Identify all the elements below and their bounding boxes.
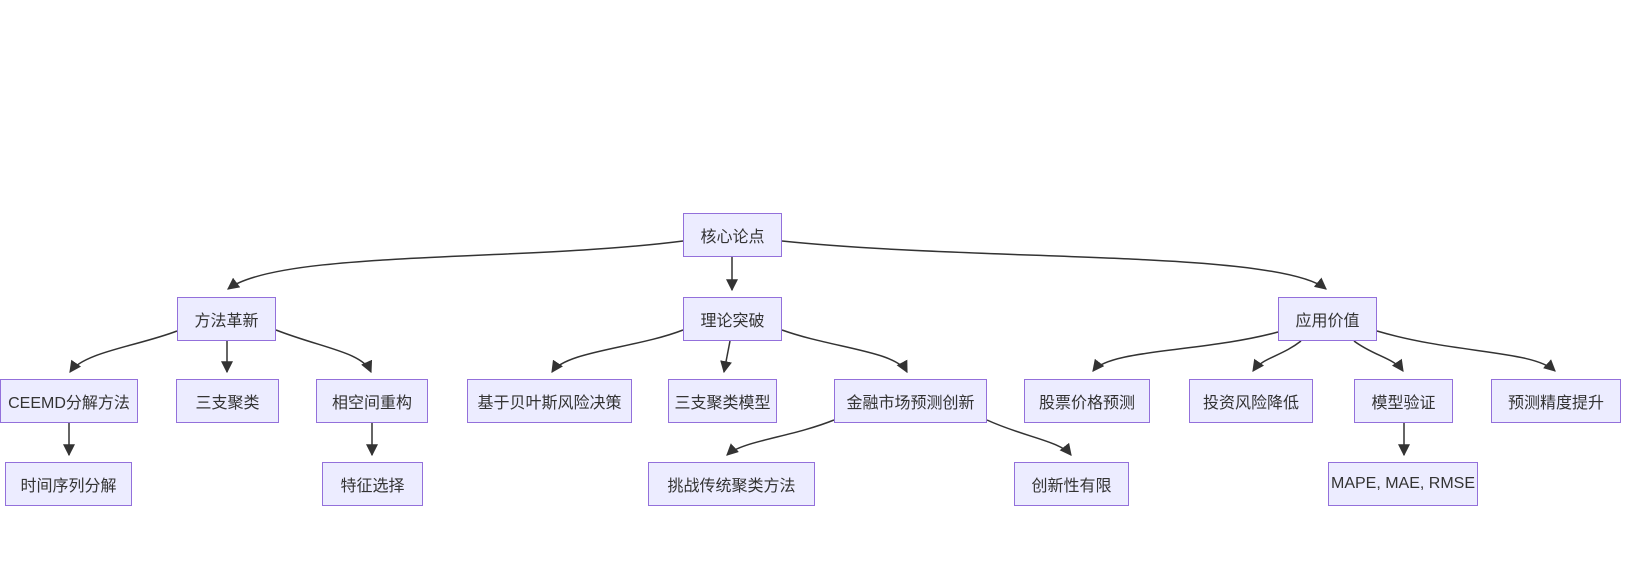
node-label: 投资风险降低 (1202, 395, 1299, 412)
node-label: 相空间重构 (331, 395, 412, 412)
node-method: 方法革新 (177, 297, 276, 341)
edge-fin-innov-limited (986, 419, 1072, 456)
edge-application-precision (1376, 330, 1556, 372)
node-label: 特征选择 (340, 478, 405, 495)
node-stock: 股票价格预测 (1024, 379, 1150, 423)
node-label: 时间序列分解 (20, 478, 117, 495)
node-validation: 模型验证 (1354, 379, 1453, 423)
node-label: 挑战传统聚类方法 (667, 478, 796, 495)
node-feature: 特征选择 (322, 462, 423, 506)
node-label: 金融市场预测创新 (846, 395, 975, 412)
node-label: 预测精度提升 (1507, 395, 1604, 412)
node-root: 核心论点 (683, 213, 782, 257)
node-label: 三支聚类 (195, 395, 260, 412)
node-ceemd: CEEMD分解方法 (0, 379, 138, 423)
node-label: CEEMD分解方法 (8, 395, 130, 412)
edge-root-application (781, 240, 1327, 290)
node-label: 股票价格预测 (1038, 395, 1135, 412)
edge-application-stock (1092, 331, 1279, 372)
edge-method-phase-space (275, 329, 373, 374)
node-three-way: 三支聚类 (176, 379, 279, 423)
node-label: 模型验证 (1371, 395, 1436, 412)
node-fin-innov: 金融市场预测创新 (834, 379, 987, 423)
node-label: 理论突破 (700, 313, 765, 330)
node-label: 方法革新 (194, 313, 259, 330)
edge-fin-innov-challenge (726, 419, 835, 456)
node-application: 应用价值 (1278, 297, 1377, 341)
edge-theory-bayes (551, 329, 684, 373)
edge-root-method (227, 240, 684, 290)
node-risk: 投资风险降低 (1189, 379, 1313, 423)
node-theory: 理论突破 (683, 297, 782, 341)
edge-theory-twc-model (720, 340, 732, 374)
node-ts-decomp: 时间序列分解 (5, 462, 132, 506)
node-challenge: 挑战传统聚类方法 (648, 462, 815, 506)
node-twc-model: 三支聚类模型 (668, 379, 777, 423)
node-label: 应用价值 (1295, 313, 1360, 330)
edge-theory-fin-innov (781, 329, 908, 374)
node-label: 核心论点 (700, 229, 765, 246)
node-bayes: 基于贝叶斯风险决策 (467, 379, 632, 423)
node-label: MAPE, MAE, RMSE (1330, 475, 1476, 492)
edge-application-validation (1353, 340, 1404, 372)
node-label: 基于贝叶斯风险决策 (477, 395, 622, 412)
node-metrics: MAPE, MAE, RMSE (1328, 462, 1478, 506)
node-label: 三支聚类模型 (674, 395, 771, 412)
node-phase-space: 相空间重构 (316, 379, 428, 423)
node-precision: 预测精度提升 (1491, 379, 1621, 423)
node-label: 创新性有限 (1031, 478, 1112, 495)
edge-application-risk (1252, 340, 1302, 372)
edge-method-ceemd (69, 330, 178, 373)
node-limited: 创新性有限 (1014, 462, 1129, 506)
